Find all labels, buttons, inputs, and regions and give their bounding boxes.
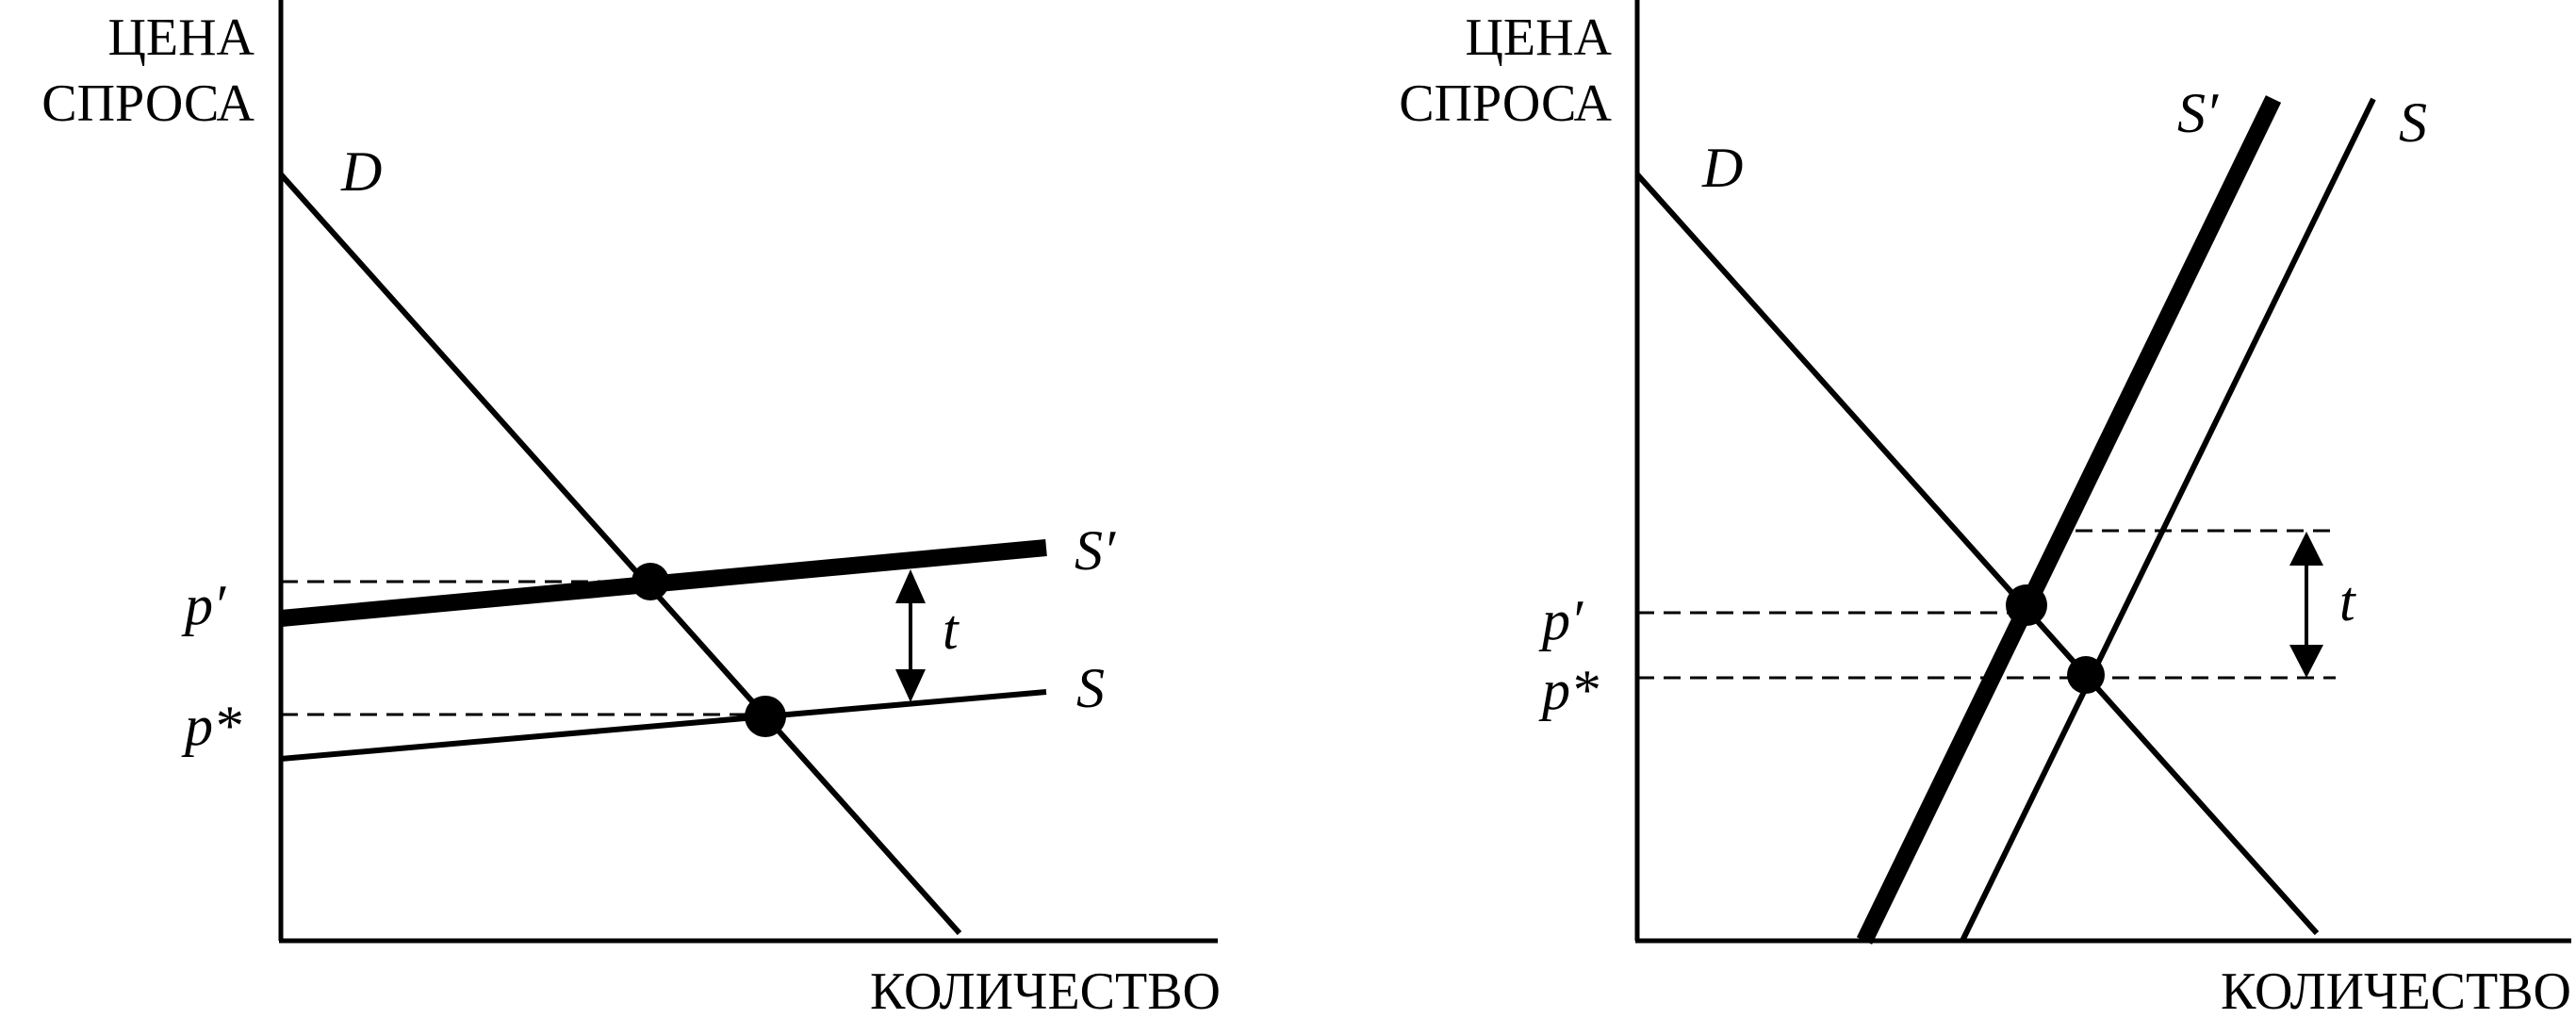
right-xlabel: КОЛИЧЕСТВО [2221,962,2571,1014]
left-tax-arrow-head-down [895,669,926,702]
right-demand-curve [1634,172,2320,936]
left-demand-label: D [340,140,382,203]
right-tax-arrow-head-up [2289,532,2323,566]
left-demand-curve [278,173,962,935]
right-tax-label: t [2339,570,2356,633]
left-p-prime-label: p′ [181,574,226,636]
left-ylabel-line1: ЦЕНА [107,8,254,67]
left-equilibrium-after-tax [632,563,669,600]
right-equilibrium-before-tax [2067,656,2105,694]
right-shifted-supply-curve [1856,95,2282,945]
right-demand-label: D [1701,137,1743,199]
left-p-star-label: p* [181,695,241,757]
right-p-star-label: p* [1538,659,1599,721]
right-p-prime-label: p′ [1538,589,1583,651]
left-supply-label: S [1076,657,1105,719]
right-supply-label: S [2399,91,2427,154]
right-tax-arrow-head-down [2289,645,2323,678]
right-ylabel-line2: СПРОСА [1399,74,1612,133]
left-xlabel: КОЛИЧЕСТВО [870,962,1221,1014]
right-equilibrium-after-tax [2006,584,2047,626]
right-shifted-supply-label: S′ [2177,82,2219,144]
left-panel: ЦЕНА СПРОСА КОЛИЧЕСТВО D S′ S p′ p* t [41,0,1221,1019]
left-equilibrium-before-tax [745,696,786,737]
left-shifted-supply-label: S′ [1075,519,1116,582]
right-panel: ЦЕНА СПРОСА КОЛИЧЕСТВО D S′ S p′ p* t [1399,0,2571,1019]
left-tax-arrow-head-up [895,569,926,603]
right-ylabel-line1: ЦЕНА [1465,8,1612,67]
right-supply-curve [1960,97,2376,943]
left-tax-label: t [943,599,960,661]
left-supply-curve [280,689,1047,762]
left-ylabel-line2: СПРОСА [41,74,254,133]
